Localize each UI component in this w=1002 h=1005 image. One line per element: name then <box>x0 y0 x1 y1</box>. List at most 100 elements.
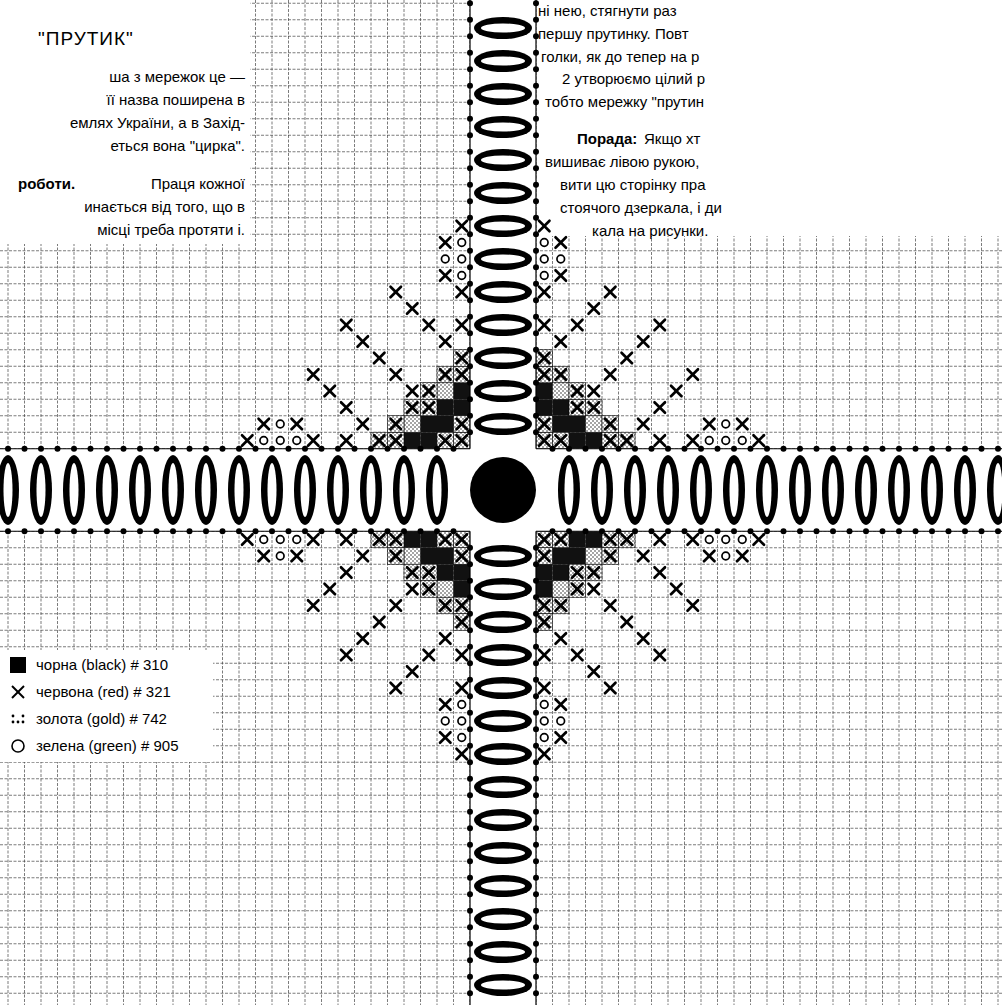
red-stitch <box>688 435 699 446</box>
black-stitch <box>553 548 570 565</box>
red-stitch <box>457 683 468 694</box>
edge-knot <box>599 446 605 452</box>
red-stitch <box>457 600 468 611</box>
link-hole <box>481 222 525 231</box>
green-stitch <box>540 272 548 280</box>
red-stitch <box>556 237 567 248</box>
edge-knot <box>467 182 473 188</box>
red-stitch <box>242 435 253 446</box>
link-hole <box>730 463 739 517</box>
red-stitch <box>572 650 583 661</box>
green-stitch <box>540 255 548 263</box>
red-stitch <box>638 633 649 644</box>
link-oval <box>228 455 250 525</box>
red-stitch <box>407 584 418 595</box>
link-hole <box>37 463 46 517</box>
red-stitch <box>704 419 715 430</box>
red-stitch <box>292 551 303 562</box>
red-stitch <box>556 270 567 281</box>
red-stitch <box>754 435 765 446</box>
link-hole <box>367 463 376 517</box>
edge-knot <box>533 644 539 650</box>
red-stitch <box>325 584 336 595</box>
red-stitch <box>622 353 633 364</box>
black-stitch <box>454 564 471 581</box>
red-stitch <box>440 369 451 380</box>
red-stitch <box>308 600 319 611</box>
green-stitch <box>722 552 730 560</box>
link-hole <box>481 24 525 33</box>
edge-knot <box>22 528 28 534</box>
gold-stitch <box>569 581 586 598</box>
link-hole <box>481 948 525 957</box>
red-stitch <box>259 419 270 430</box>
edge-knot <box>764 528 770 534</box>
gold-stitch <box>388 548 405 565</box>
green-stitch <box>540 701 548 709</box>
green-stitch <box>540 239 548 247</box>
red-stitch <box>671 386 682 397</box>
red-stitch <box>374 435 385 446</box>
gold-stitch <box>536 531 553 548</box>
edge-knot <box>748 528 754 534</box>
edge-knot <box>220 528 226 534</box>
red-stitch <box>589 402 600 413</box>
red-stitch <box>341 435 352 446</box>
red-stitch <box>605 435 616 446</box>
edge-knot <box>385 446 391 452</box>
edge-knot <box>467 776 473 782</box>
gold-stitch <box>388 531 405 548</box>
red-stitch <box>374 617 385 628</box>
red-stitch <box>391 435 402 446</box>
edge-knot <box>533 974 539 980</box>
black-stitch <box>553 564 570 581</box>
red-stitch <box>737 551 748 562</box>
red-stitch <box>638 336 649 347</box>
horizontal-band <box>0 449 1002 532</box>
edge-knot <box>533 693 539 699</box>
text-line: ні нею, стягнути раз <box>538 2 677 20</box>
green-stitch <box>458 701 466 709</box>
red-stitch <box>622 353 633 364</box>
gold-stitch <box>454 432 471 449</box>
red-stitch <box>605 287 616 298</box>
link-oval <box>327 455 349 525</box>
link-hole <box>481 849 525 858</box>
red-stitch <box>457 683 468 694</box>
text-line: роботи. <box>18 175 75 193</box>
link-hole <box>796 463 805 517</box>
red-stitch <box>539 534 550 545</box>
edge-knot <box>979 446 985 452</box>
link-hole <box>400 463 409 517</box>
black-stitch <box>421 432 438 449</box>
link-hole <box>481 321 525 330</box>
red-stitch <box>407 303 418 314</box>
red-stitch <box>589 567 600 578</box>
red-stitch <box>259 551 270 562</box>
gold-stitch <box>454 416 471 433</box>
red-stitch <box>605 369 616 380</box>
edge-knot <box>467 314 473 320</box>
link-hole <box>763 463 772 517</box>
gold-stitch <box>536 597 553 614</box>
link-oval <box>624 455 646 525</box>
gold-stitch <box>553 383 570 400</box>
red-stitch <box>440 369 451 380</box>
edge-knot <box>467 149 473 155</box>
red-stitch <box>341 534 352 545</box>
red-stitch <box>671 386 682 397</box>
green-stitch <box>540 717 548 725</box>
red-stitch <box>424 386 435 397</box>
red-stitch <box>440 633 451 644</box>
edge-knot <box>533 908 539 914</box>
red-stitch <box>638 551 649 562</box>
gold-stitch <box>619 531 636 548</box>
black-stitch <box>437 548 454 565</box>
red-stitch <box>605 600 616 611</box>
red-stitch <box>292 419 303 430</box>
edge-knot <box>533 941 539 947</box>
edge-knot <box>863 446 869 452</box>
red-stitch <box>325 386 336 397</box>
edge-knot <box>533 891 539 897</box>
